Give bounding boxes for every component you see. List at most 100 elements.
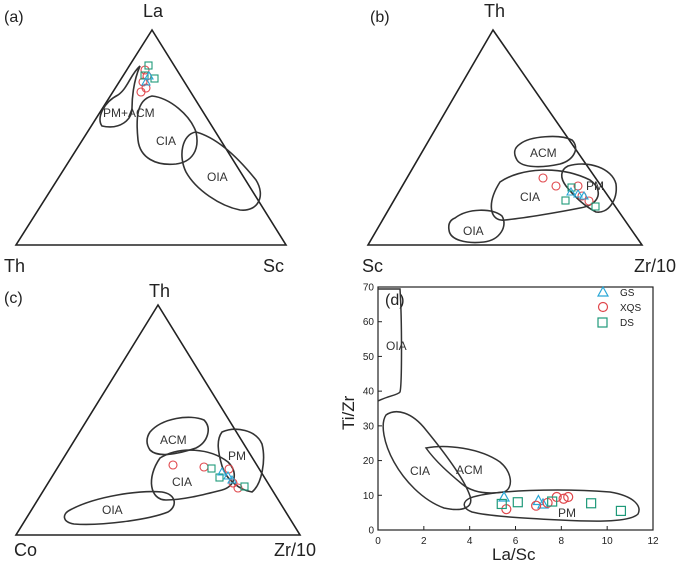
y-tick-label: 10: [363, 491, 375, 502]
panel-a-xqs-point: [136, 87, 146, 97]
panel-b-field-label-oia: OIA: [463, 224, 484, 238]
panel-b-gs-point: [579, 190, 589, 200]
point-xqs: [531, 500, 542, 511]
panel-b-apex-left: Sc: [362, 256, 383, 276]
panel-c-apex-right: Zr/10: [274, 540, 316, 560]
panel-d-field-label-cia: CIA: [410, 464, 430, 478]
panel-d-legend: GS XQS DS: [596, 285, 641, 329]
panel-a-xqs-point: [138, 77, 148, 87]
point-ds: [615, 505, 627, 517]
panel-c-xqs-point: [199, 462, 209, 472]
panel-b: (b) Th Sc Zr/10 ACM CIA PM OIA: [362, 1, 676, 276]
panel-c-field-oia: [63, 490, 175, 526]
panel-a: (a) La Th Sc PM+ACM CIA OIA: [4, 1, 288, 276]
x-tick-label: 2: [421, 536, 427, 547]
point-ds: [586, 498, 597, 509]
panel-d-field-label-oia: OIA: [386, 339, 407, 353]
legend-xqs-marker: [597, 301, 609, 313]
panel-c-field-cia: [150, 449, 235, 501]
panel-a-field-oia: [181, 131, 262, 211]
panel-a-field-cia: [136, 95, 198, 166]
panel-d-field-oia: [377, 288, 403, 402]
x-tick-label: 6: [513, 536, 519, 547]
legend-ds-label: DS: [620, 318, 634, 329]
x-tick-label: 4: [467, 536, 473, 547]
panel-a-apex-top: La: [143, 1, 164, 21]
y-tick-label: 30: [363, 421, 375, 432]
panel-a-field-label-pm-acm: PM+ACM: [103, 106, 155, 120]
panel-b-xqs-point: [538, 173, 548, 183]
point-ds: [496, 498, 507, 510]
panel-a-field-pm-acm: [99, 65, 141, 128]
point-ds: [547, 496, 558, 507]
y-tick-label: 0: [368, 526, 374, 537]
panel-c-ds-point: [240, 482, 249, 491]
point-xqs: [558, 493, 569, 504]
panel-c-triangle: [14, 303, 302, 536]
panel-a-apex-right: Sc: [263, 256, 284, 276]
panel-a-data-cluster: [136, 61, 159, 97]
panel-a-label: (a): [4, 9, 24, 26]
y-tick-label: 40: [363, 387, 375, 398]
panel-b-label: (b): [370, 9, 390, 26]
point-gs: [532, 494, 545, 506]
panel-c-xqs-point: [233, 483, 243, 493]
panel-b-field-label-acm: ACM: [530, 146, 557, 160]
point-gs: [498, 490, 511, 502]
panel-c-xqs-point: [168, 460, 178, 470]
y-tick-label: 60: [363, 317, 375, 328]
panel-c: (c) Th Co Zr/10 ACM PM CIA OIA: [4, 281, 316, 560]
legend-ds-marker: [597, 317, 608, 328]
y-tick-label: 20: [363, 456, 375, 467]
x-tick-label: 10: [602, 536, 614, 547]
x-tick-label: 12: [647, 536, 659, 547]
point-xqs: [563, 491, 574, 503]
legend-gs-marker: [596, 285, 610, 297]
panel-b-field-oia: [447, 209, 505, 244]
panel-c-field-label-oia: OIA: [102, 503, 123, 517]
panel-a-field-label-cia: CIA: [156, 134, 176, 148]
legend-xqs-label: XQS: [620, 303, 641, 314]
panel-c-field-label-pm: PM: [228, 449, 246, 463]
panel-b-xqs-point: [584, 196, 594, 206]
panel-d-x-ticks: 0 2 4 6 8 10 12: [375, 526, 659, 547]
panel-b-field-label-pm: PM: [586, 179, 604, 193]
panel-d-x-axis-title: La/Sc: [492, 545, 536, 564]
y-tick-label: 50: [363, 352, 375, 363]
point-ds: [512, 497, 523, 508]
panel-d-data-points: [496, 490, 627, 517]
panel-c-field-label-acm: ACM: [160, 433, 187, 447]
panel-c-xqs-point: [224, 464, 234, 474]
panel-c-gs-point: [223, 470, 233, 480]
panel-c-ds-point: [215, 473, 224, 482]
panel-b-data-cluster: [538, 173, 600, 211]
panel-c-gs-point: [227, 474, 237, 484]
panel-c-data-cluster: [168, 460, 249, 493]
panel-a-gs-point: [144, 70, 154, 80]
panel-b-field-label-cia: CIA: [520, 190, 540, 204]
panel-c-field-pm: [217, 428, 265, 493]
panel-b-ds-point: [561, 196, 570, 205]
panel-a-field-label-oia: OIA: [207, 170, 228, 184]
x-tick-label: 8: [559, 536, 565, 547]
panel-b-ds-point: [591, 202, 600, 211]
panel-b-apex-top: Th: [484, 1, 505, 21]
panel-b-gs-point: [566, 186, 576, 196]
panel-b-ds-point: [567, 183, 576, 192]
panel-c-label: (c): [4, 290, 23, 307]
panel-c-gs-point: [217, 466, 227, 476]
panel-b-field-acm: [513, 135, 577, 168]
panel-b-apex-right: Zr/10: [634, 256, 676, 276]
panel-c-ds-point: [207, 464, 216, 473]
panel-b-xqs-point: [551, 181, 561, 191]
panel-a-triangle: [14, 28, 288, 246]
panel-d-y-axis-title: Ti/Zr: [339, 395, 358, 430]
panel-d-field-label-pm: PM: [558, 506, 576, 520]
legend-gs-label: GS: [620, 288, 635, 299]
panel-d-field-cia: [382, 411, 472, 511]
panel-b-gs-point: [573, 188, 583, 198]
x-tick-label: 0: [375, 536, 381, 547]
panel-b-field-cia: [490, 169, 600, 221]
